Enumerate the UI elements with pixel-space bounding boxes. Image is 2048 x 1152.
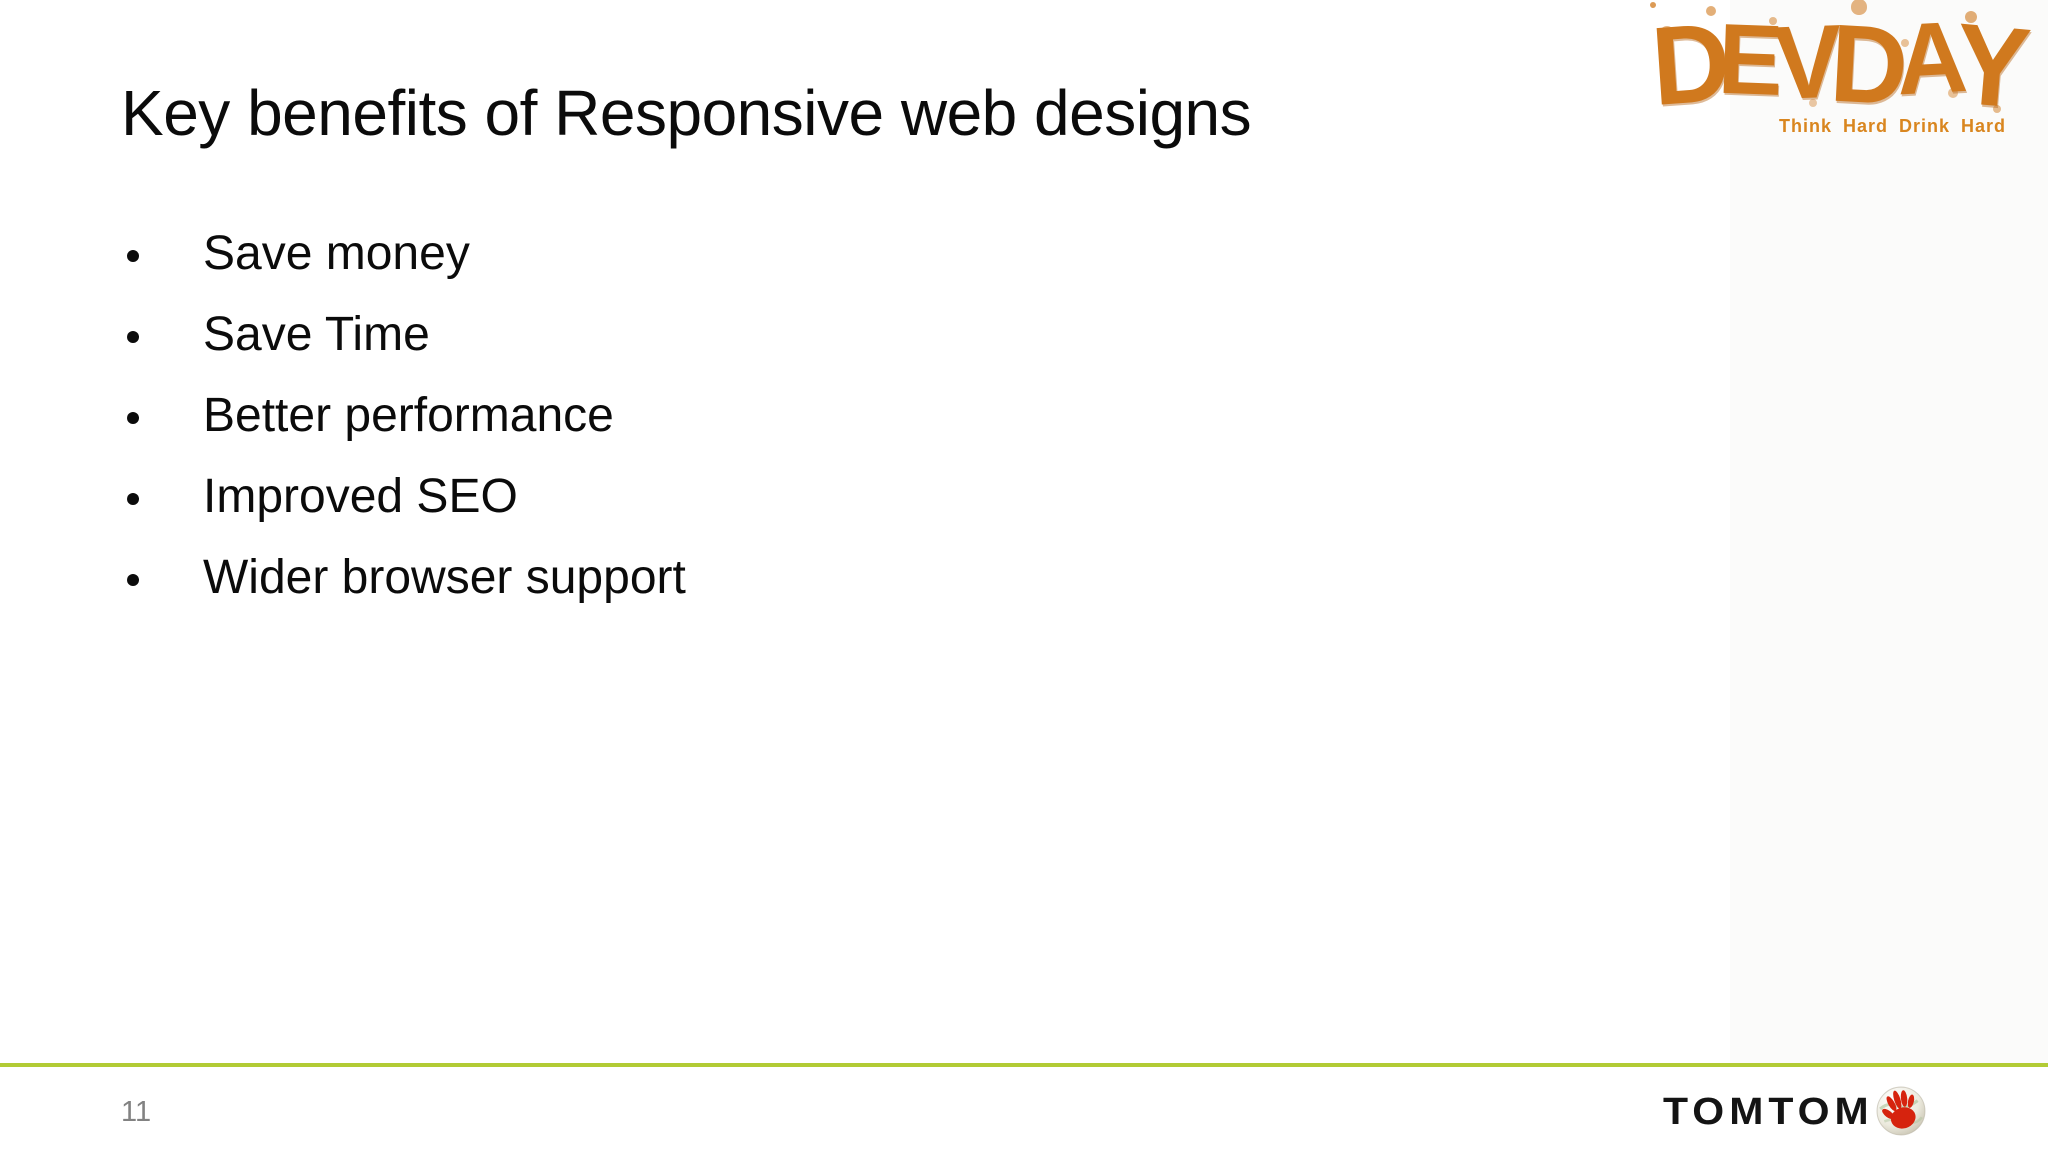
list-item: Improved SEO — [127, 456, 686, 537]
bullet-text: Save money — [203, 227, 470, 280]
bullet-icon — [127, 330, 139, 343]
bullet-icon — [127, 249, 139, 262]
footer-divider-line — [0, 1063, 2048, 1067]
tomtom-logo: TOMTOM — [1663, 1086, 1926, 1136]
paint-splatter-icon — [1650, 2, 1656, 8]
bullet-text: Wider browser support — [203, 551, 686, 604]
bullet-text: Save Time — [203, 308, 430, 361]
devday-logo: DEVDAY Think Hard Drink Hard — [1647, 0, 2025, 148]
bullet-text: Better performance — [203, 389, 614, 442]
bullet-icon — [127, 411, 139, 424]
tomtom-logo-text: TOMTOM — [1663, 1089, 1874, 1132]
slide-title: Key benefits of Responsive web designs — [121, 77, 1252, 149]
bullet-icon — [127, 573, 139, 586]
list-item: Save money — [127, 213, 686, 294]
list-item: Better performance — [127, 375, 686, 456]
right-background-panel — [1730, 0, 2048, 1064]
bullet-icon — [127, 492, 139, 505]
devday-logo-text: DEVDAY — [1647, 0, 2025, 133]
bullet-text: Improved SEO — [203, 470, 518, 523]
page-number: 11 — [121, 1096, 152, 1128]
tomtom-globe-hand-icon — [1876, 1086, 1926, 1136]
devday-tagline: Think Hard Drink Hard — [1778, 116, 2006, 136]
bullet-list: Save money Save Time Better performance … — [127, 213, 686, 618]
list-item: Save Time — [127, 294, 686, 375]
list-item: Wider browser support — [127, 537, 686, 618]
